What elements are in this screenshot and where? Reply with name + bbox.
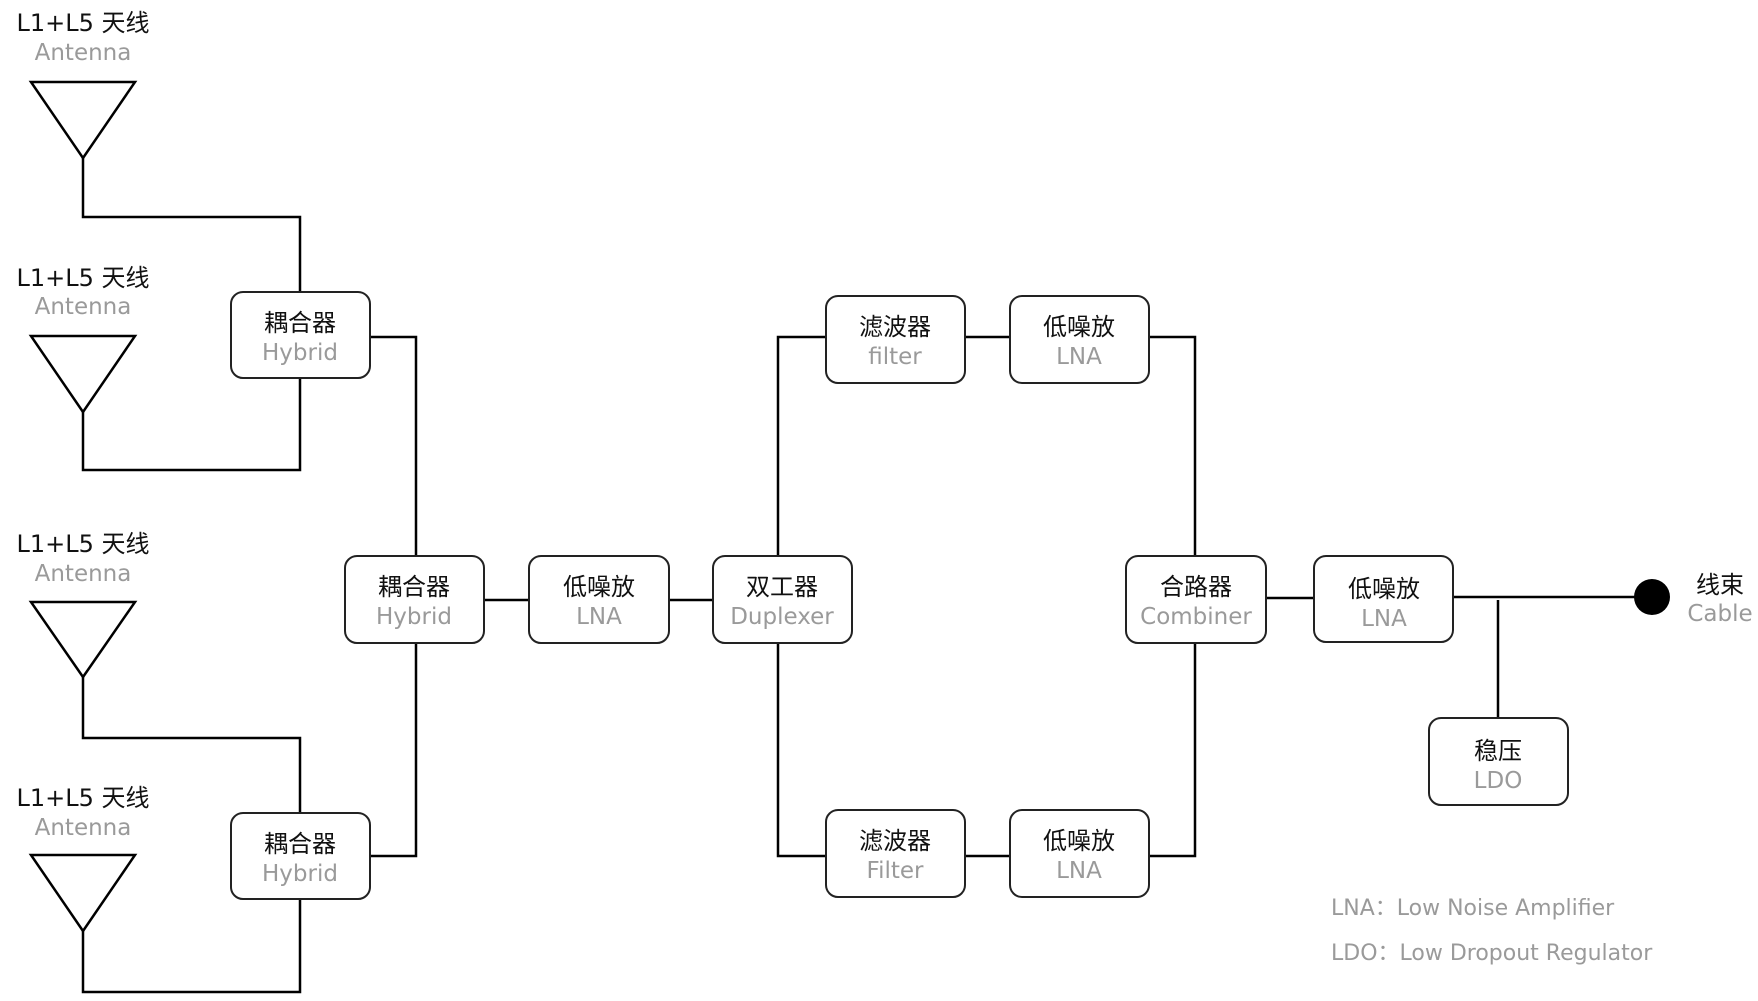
antenna-label: L1+L5 天线 [16,264,149,292]
antenna-label: L1+L5 天线 [16,9,149,37]
block-title: 滤波器 [859,827,931,855]
antenna-2: L1+L5 天线 Antenna [16,264,150,415]
antenna-3: L1+L5 天线 Antenna [16,530,150,680]
block-box [344,555,485,644]
hybrid-top: 耦合器 Hybrid [230,291,371,379]
antenna-sublabel: Antenna [35,815,132,841]
filter-bottom: 滤波器 Filter [825,809,966,898]
block-box [712,555,853,644]
block-subtitle: Hybrid [262,861,338,887]
wire-duplexer-filter-top [776,335,826,556]
cable-label: 线束 [1696,571,1744,599]
antenna-label: L1+L5 天线 [16,784,149,812]
block-subtitle: LNA [576,604,622,630]
cable-dot-icon [1634,579,1670,615]
block-title: 低噪放 [1043,313,1115,341]
block-title: 低噪放 [1348,575,1420,603]
block-box [825,809,966,898]
antenna-icon [28,600,138,680]
block-box [1313,555,1454,643]
wire-ant2-hybrid-top [81,378,302,472]
wire-ant1-hybrid-top [81,158,302,292]
block-box [1009,809,1150,898]
wire-lna-bottom-combiner [1149,643,1197,858]
block-box [528,555,670,644]
block-subtitle: LNA [1056,344,1102,370]
wires [81,158,1650,994]
ldo: 稳压 LDO [1428,717,1569,806]
block-title: 双工器 [746,573,818,601]
legend-ldo: LDO：Low Dropout Regulator [1331,941,1653,966]
antenna-label: L1+L5 天线 [16,530,149,558]
wire-lna-top-combiner [1149,335,1197,556]
wire-ant4-hybrid-bottom [81,899,302,994]
block-box [825,295,966,384]
wire-hybrid-top-main [370,335,418,556]
hybrid-main: 耦合器 Hybrid [344,555,485,644]
block-subtitle: LNA [1056,858,1102,884]
wire-hybrid-bottom-main [370,643,418,858]
block-box [1125,555,1267,644]
legend: LNA：Low Noise Amplifier LDO：Low Dropout … [1331,896,1653,966]
antenna-icon [28,853,138,934]
antenna-1: L1+L5 天线 Antenna [16,9,150,161]
block-title: 耦合器 [264,830,336,858]
legend-lna: LNA：Low Noise Amplifier [1331,896,1615,921]
wire-duplexer-filter-bottom [776,643,826,858]
hybrid-bottom: 耦合器 Hybrid [230,812,371,900]
block-box [230,291,371,379]
block-title: 合路器 [1160,573,1232,601]
lna-out: 低噪放 LNA [1313,555,1454,643]
antenna-icon [28,334,138,415]
block-subtitle: Hybrid [376,604,452,630]
antenna-icon [28,80,138,161]
block-box [1428,717,1569,806]
lna-bottom: 低噪放 LNA [1009,809,1150,898]
block-title: 稳压 [1474,737,1522,765]
lna-1: 低噪放 LNA [528,555,670,644]
block-subtitle: filter [868,344,922,370]
duplexer: 双工器 Duplexer [712,555,853,644]
block-title: 滤波器 [859,313,931,341]
block-subtitle: Filter [867,858,925,884]
block-box [230,812,371,900]
block-box [1009,295,1150,384]
antenna-4: L1+L5 天线 Antenna [16,784,150,934]
block-subtitle: LNA [1361,606,1407,632]
block-subtitle: Duplexer [730,604,834,630]
block-title: 低噪放 [563,573,635,601]
cable-terminal: 线束 Cable [1634,571,1753,627]
antenna-sublabel: Antenna [35,294,132,320]
block-subtitle: Combiner [1140,604,1252,630]
antenna-sublabel: Antenna [35,40,132,66]
combiner: 合路器 Combiner [1125,555,1267,644]
block-title: 耦合器 [378,573,450,601]
lna-top: 低噪放 LNA [1009,295,1150,384]
filter-top: 滤波器 filter [825,295,966,384]
cable-sublabel: Cable [1687,601,1752,627]
block-subtitle: LDO [1474,768,1523,794]
block-subtitle: Hybrid [262,340,338,366]
wire-ant3-hybrid-bottom [81,677,302,813]
antenna-sublabel: Antenna [35,561,132,587]
block-title: 耦合器 [264,309,336,337]
block-title: 低噪放 [1043,827,1115,855]
